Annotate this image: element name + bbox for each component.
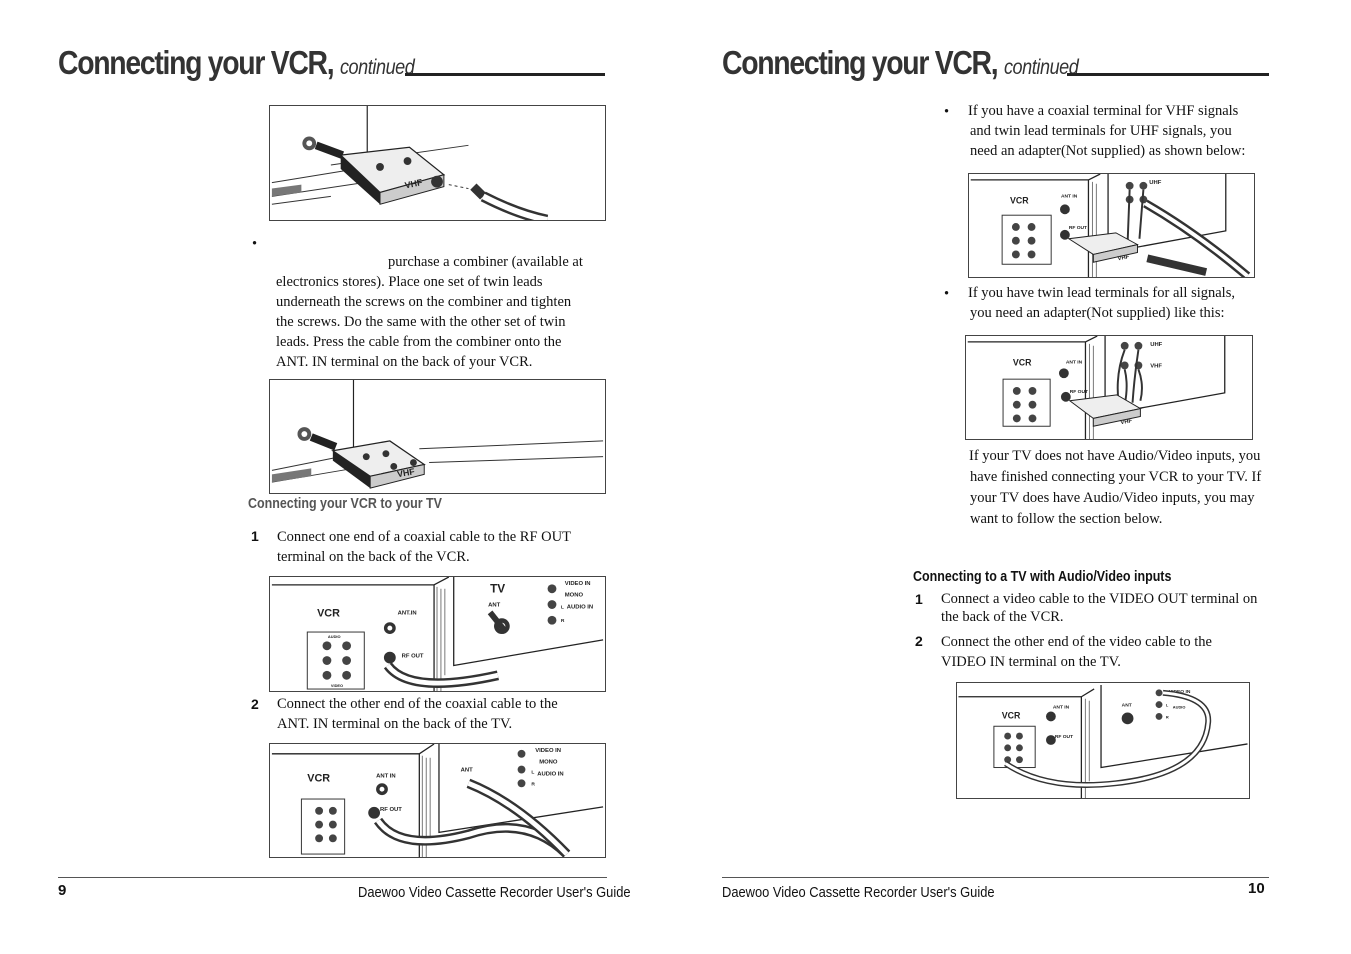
svg-text:RF OUT: RF OUT <box>1069 225 1087 231</box>
svg-text:VIDEO IN: VIDEO IN <box>1169 689 1191 695</box>
svg-text:VIDEO IN: VIDEO IN <box>565 581 591 587</box>
svg-text:MONO: MONO <box>565 593 584 599</box>
title-rule-right <box>1067 73 1269 76</box>
vcr-label: VCR <box>317 607 340 619</box>
page-title-left: Connecting your VCR, continued <box>58 44 415 81</box>
bullet-text-combiner: purchase a combiner (available at electr… <box>276 254 583 370</box>
svg-text:ANT.IN: ANT.IN <box>398 610 417 616</box>
section-heading-left: Connecting your VCR to your TV <box>248 496 442 512</box>
vhf-label-2: VHF <box>396 466 416 479</box>
figure-combiner: VHF <box>269 379 606 494</box>
svg-text:ANT IN: ANT IN <box>376 773 396 779</box>
svg-text:L: L <box>531 769 534 775</box>
svg-text:ANT: ANT <box>488 602 500 608</box>
svg-text:UHF: UHF <box>1149 180 1161 186</box>
vhf-label: VHF <box>404 177 424 191</box>
bullet-marker-2-right: • <box>944 286 950 302</box>
svg-text:R: R <box>531 781 535 787</box>
page-number-right: 10 <box>1248 880 1265 897</box>
svg-text:ANT: ANT <box>1122 703 1132 709</box>
bullet-marker-1-right: • <box>944 104 950 120</box>
title-rule-left <box>405 73 605 76</box>
page-title-right: Connecting your VCR, continued <box>722 44 1079 81</box>
svg-text:VCR: VCR <box>1013 357 1032 367</box>
page-number-left: 9 <box>58 882 67 899</box>
svg-text:ANT: ANT <box>461 768 473 774</box>
svg-text:VHF: VHF <box>1117 254 1130 262</box>
svg-text:VHF: VHF <box>1120 418 1133 426</box>
figure-twin-lead-adapter: VCR ANT IN RF OUT UHF VHF VHF <box>965 335 1253 440</box>
svg-text:UHF: UHF <box>1150 342 1162 348</box>
svg-text:RF OUT: RF OUT <box>402 654 424 660</box>
step-text-1-right: Connect a video cable to the VIDEO OUT t… <box>941 591 1258 625</box>
svg-text:ANT IN: ANT IN <box>1053 705 1070 711</box>
figure-vhf-coax-connector: VHF <box>269 105 606 221</box>
svg-text:AUDIO: AUDIO <box>328 634 341 639</box>
svg-text:L: L <box>1166 703 1169 708</box>
svg-text:RF OUT: RF OUT <box>1070 389 1088 395</box>
footer-rule-left <box>58 877 607 878</box>
svg-text:L: L <box>561 604 564 610</box>
footer-text-left: Daewoo Video Cassette Recorder User's Gu… <box>358 884 631 901</box>
figure-vcr-rf-out-to-tv: VCR ANT.IN AUDIO VIDEO RF OUT TV ANT VID… <box>269 576 606 692</box>
figure-vhf-uhf-adapter: VCR ANT IN RF OUT UHF VHF <box>968 173 1255 278</box>
tv-label: TV <box>490 583 505 596</box>
svg-text:R: R <box>1166 714 1169 719</box>
svg-text:AUDIO IN: AUDIO IN <box>537 771 563 777</box>
svg-text:MONO: MONO <box>539 760 558 766</box>
step-text-2-left: Connect the other end of the coaxial cab… <box>277 696 558 732</box>
svg-text:VIDEO IN: VIDEO IN <box>535 748 561 754</box>
svg-text:RF OUT: RF OUT <box>380 807 402 813</box>
step-number-2-right: 2 <box>915 633 923 649</box>
svg-text:ANT IN: ANT IN <box>1066 359 1083 365</box>
bullet-marker-left: • <box>252 236 258 252</box>
svg-text:RF OUT: RF OUT <box>1055 734 1073 740</box>
svg-text:VHF: VHF <box>1150 363 1162 369</box>
svg-text:AUDIO IN: AUDIO IN <box>567 604 593 610</box>
svg-text:VCR: VCR <box>1010 195 1029 205</box>
step-number-1-left: 1 <box>251 528 259 544</box>
svg-text:R: R <box>561 618 565 624</box>
paragraph-av-inputs: If your TV does not have Audio/Video inp… <box>969 448 1262 527</box>
section-heading-right: Connecting to a TV with Audio/Video inpu… <box>913 569 1172 585</box>
step-text-2-right: Connect the other end of the video cable… <box>941 634 1212 670</box>
svg-text:ANT IN: ANT IN <box>1061 194 1078 200</box>
step-text-1-left: Connect one end of a coaxial cable to th… <box>277 529 571 565</box>
bullet-text-1-right: If you have a coaxial terminal for VHF s… <box>968 103 1246 159</box>
svg-text:VCR: VCR <box>1002 710 1021 720</box>
step-number-1-right: 1 <box>915 591 923 607</box>
footer-rule-right <box>722 877 1269 878</box>
figure-video-cable: VCR ANT IN RF OUT ANT VIDEO IN L AUDIO R <box>956 682 1250 799</box>
svg-text:VIDEO: VIDEO <box>331 683 343 688</box>
figure-coax-to-tv-ant: VCR ANT IN RF OUT ANT VIDEO IN MONO L AU… <box>269 743 606 858</box>
bullet-text-2-right: If you have twin lead terminals for all … <box>968 285 1235 321</box>
footer-text-right: Daewoo Video Cassette Recorder User's Gu… <box>722 884 995 901</box>
svg-text:AUDIO: AUDIO <box>1173 705 1186 710</box>
svg-text:VCR: VCR <box>307 772 330 784</box>
step-number-2-left: 2 <box>251 696 259 712</box>
